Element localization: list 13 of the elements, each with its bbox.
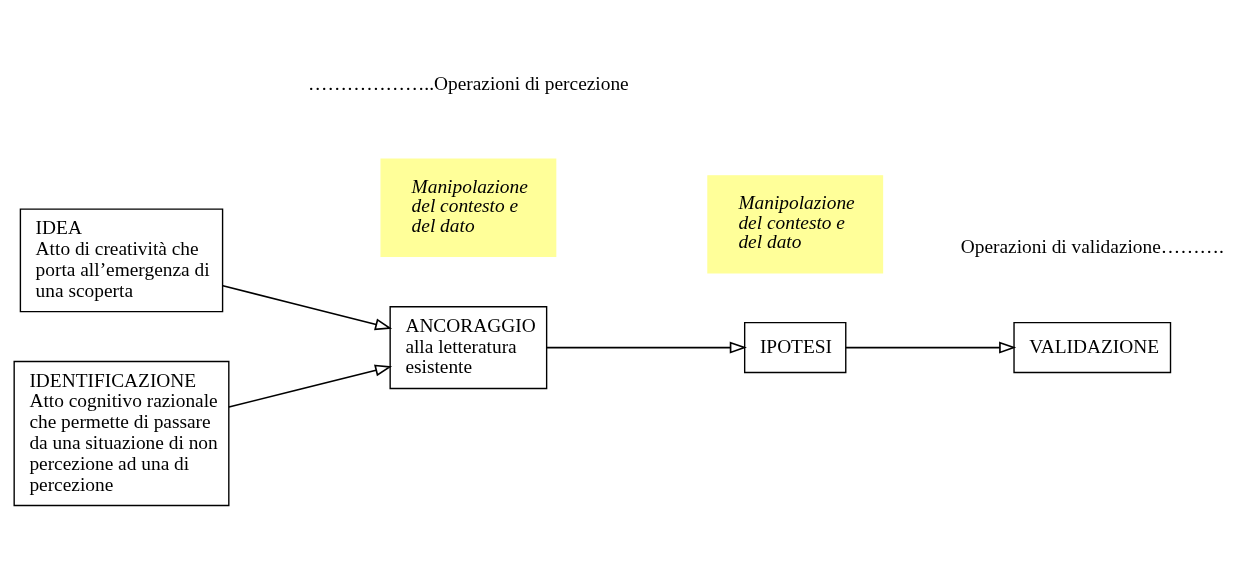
arrow [222, 284, 393, 331]
node-box: IPOTESI [743, 321, 847, 374]
node-box: Manipolazione del contesto e del dato [707, 175, 884, 274]
node-box: ANCORAGGIO alla letteratura esistente [389, 306, 548, 390]
label: Operazioni di validazione………. [960, 236, 1224, 257]
arrow [228, 364, 393, 408]
label: ………………..Operazioni di percezione [308, 72, 629, 94]
node-box: VALIDAZIONE [1013, 321, 1172, 374]
node-box: Manipolazione del contesto e del dato [380, 158, 557, 257]
arrow [845, 341, 1017, 354]
arrow [546, 341, 747, 354]
node-box: IDEA Atto di creatività che porta all’emergenza di una scoperta [19, 208, 224, 313]
node-box: IDENTIFICAZIONE Atto cognitivo razionale che permette di passare da una situazione di non percezione ad una di percezione [13, 360, 230, 507]
